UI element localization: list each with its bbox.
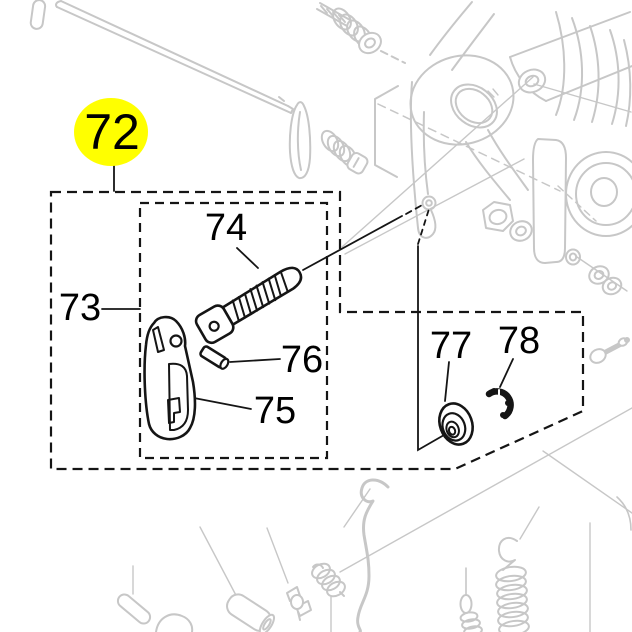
outer-group-box-72	[49, 190, 585, 471]
bg-section-panel	[374, 85, 399, 178]
bg-bottom-parts	[116, 407, 632, 632]
bg-tilt-rod-icon	[55, 0, 294, 114]
leader-77	[444, 361, 450, 402]
part-77-washer	[438, 402, 474, 446]
inner-group-box-73	[138, 201, 329, 460]
leader-76	[229, 358, 281, 363]
bg-pin-icon	[29, 0, 47, 30]
leader-74	[236, 247, 259, 269]
part-75-lever	[143, 315, 197, 441]
leader-78	[499, 358, 514, 388]
part-label-75: 75	[254, 390, 296, 432]
leader-washer-to-hole	[417, 245, 452, 452]
bg-swivel-bracket-icon	[341, 1, 632, 296]
highlight-badge-72[interactable]: 72	[74, 98, 148, 166]
background-assembly-art	[29, 0, 632, 632]
part-label-72[interactable]: 72	[84, 104, 140, 160]
part-label-76: 76	[281, 339, 323, 381]
badge-ellipse[interactable]	[74, 98, 148, 166]
bg-grease-fitting-icon	[589, 337, 630, 364]
bg-spring-screw-icon	[320, 129, 369, 175]
part-label-78: 78	[498, 320, 540, 362]
bg-screw-spring-washer-icon	[316, 2, 406, 64]
leader-75	[193, 397, 252, 410]
bg-blade-icon	[288, 101, 312, 180]
leader-screw-to-hole	[302, 215, 403, 271]
part-76-pin	[199, 345, 230, 370]
part-label-73: 73	[59, 287, 101, 329]
part-74-screw	[194, 266, 303, 345]
part-number-labels: 73 74 75 76 77 78	[59, 207, 540, 432]
leader-lines	[101, 165, 514, 452]
part-78-e-clip	[485, 388, 514, 420]
part-label-74: 74	[205, 207, 247, 249]
part-label-77: 77	[430, 325, 472, 367]
